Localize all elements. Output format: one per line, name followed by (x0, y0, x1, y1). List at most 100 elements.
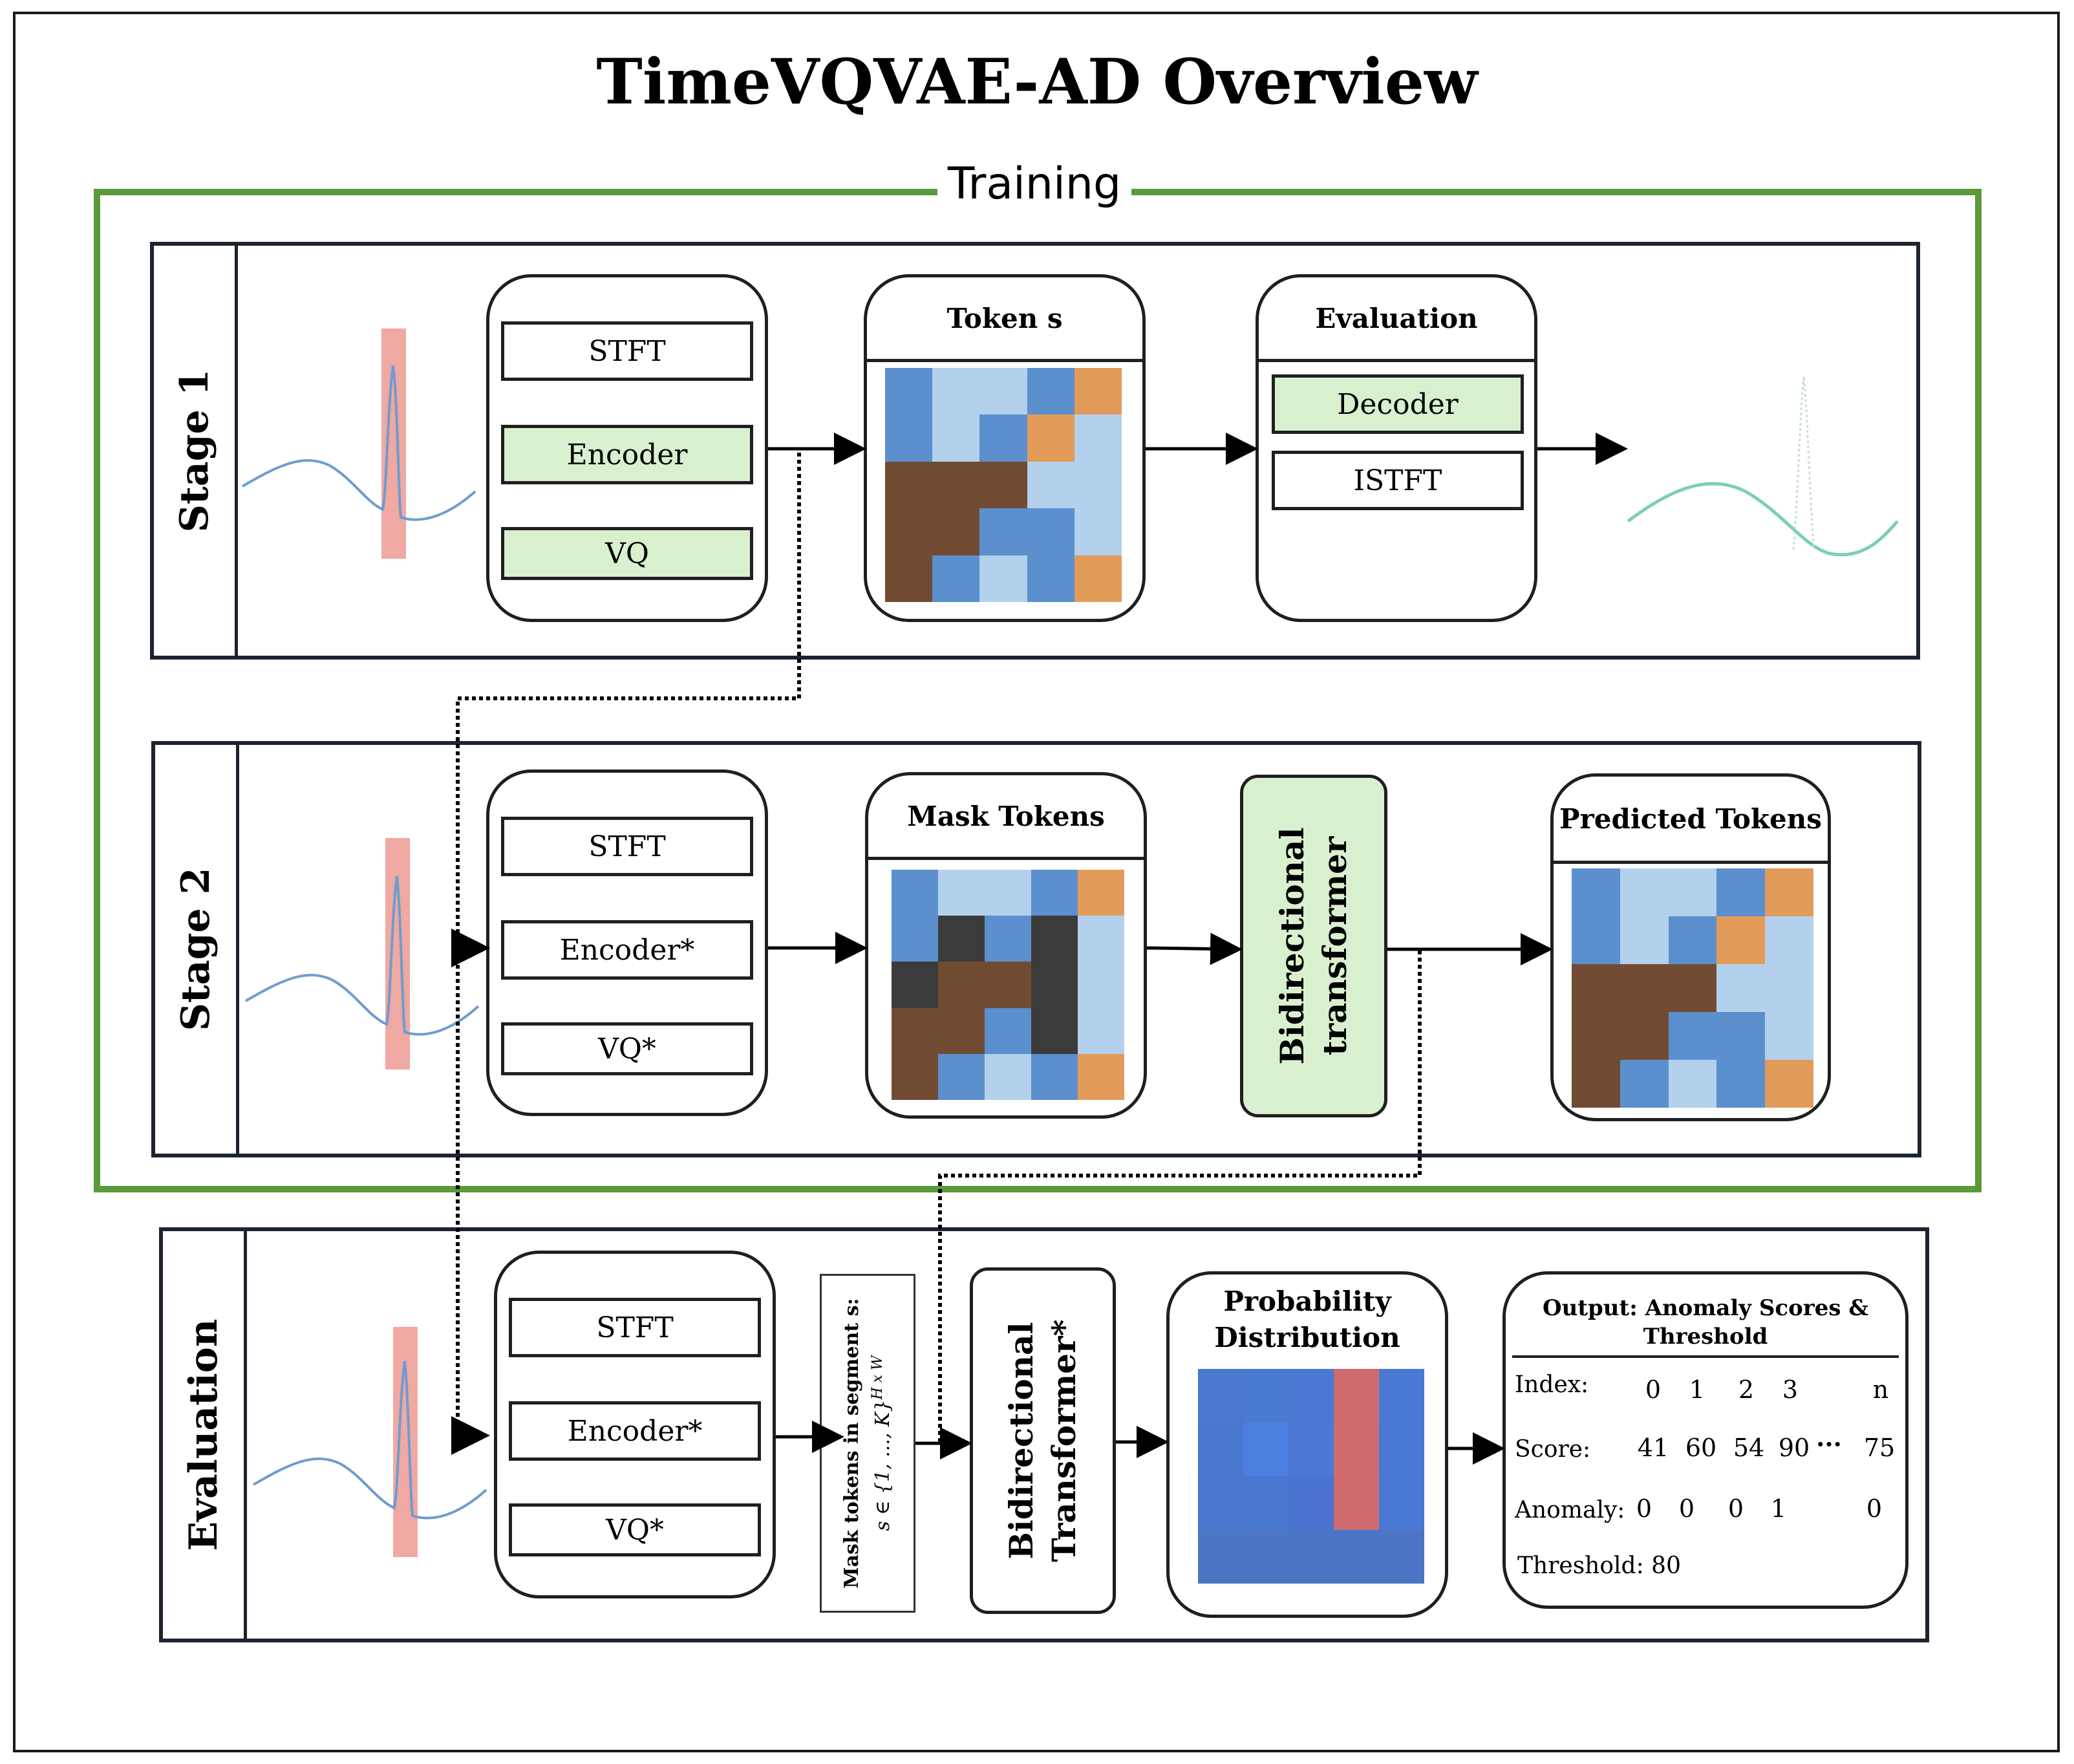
index-value: 3 (1782, 1375, 1799, 1404)
probability-cell (1288, 1476, 1334, 1530)
mask-token-cell (1031, 1007, 1078, 1054)
predicted-token-cell (1620, 1012, 1669, 1060)
token-cell (1074, 414, 1122, 462)
score-value: 60 (1685, 1434, 1717, 1462)
predicted-token-cell (1765, 1012, 1813, 1060)
mask-token-cell (1078, 962, 1124, 1008)
predicted-token-cell (1668, 1012, 1717, 1060)
predicted-token-cell (1716, 964, 1766, 1012)
dotted-connector-encoder (451, 453, 801, 1455)
mask-token-cell (985, 1007, 1031, 1054)
predicted-token-cell (1668, 916, 1717, 964)
predicted-token-cell (1668, 964, 1717, 1012)
stage1-tokens-header: Token s (867, 277, 1142, 362)
anomaly-value: 0 (1866, 1494, 1883, 1523)
token-cell (885, 508, 933, 555)
mask-token-cell (1031, 870, 1078, 916)
stage1-anomaly-highlight (381, 328, 406, 559)
probability-cell (1379, 1369, 1424, 1423)
anomaly-value: 0 (1678, 1494, 1695, 1523)
predicted-token-cell (1572, 916, 1620, 964)
stage1-encoder-block: STFT Encoder VQ (486, 274, 768, 622)
output-threshold: Threshold: 80 (1517, 1553, 1681, 1579)
mask-token-cell (892, 1053, 938, 1100)
probability-cell (1243, 1530, 1288, 1584)
mask-token-cell (938, 916, 985, 962)
mask-token-cell (1078, 1053, 1124, 1100)
evaluation-transformer-block: Bidirectional Transformer* (970, 1267, 1116, 1614)
figure-frame (13, 12, 2060, 1752)
index-value: 1 (1689, 1375, 1705, 1404)
predicted-token-cell (1668, 868, 1717, 916)
stage2-arrow-mask-transformer (1146, 932, 1243, 965)
output-title: Output: Anomaly Scores & Threshold (1542, 1295, 1869, 1350)
stage2-vq-box: VQ* (501, 1022, 753, 1075)
token-cell (1027, 414, 1074, 462)
predicted-token-cell (1572, 868, 1620, 916)
token-cell (885, 414, 933, 462)
stage1-encoder-box: Encoder (501, 425, 753, 484)
training-label: Training (937, 158, 1131, 210)
stage1-reconstructed-signal (1627, 482, 1899, 557)
stage1-vq-box: VQ (501, 527, 753, 580)
token-cell (1027, 555, 1074, 602)
probability-cell (1243, 1423, 1288, 1476)
stage2-predicted-tokens-header: Predicted Tokens (1554, 777, 1828, 864)
anomaly-value: 0 (1636, 1494, 1652, 1523)
evaluation-tab: Evaluation (163, 1231, 247, 1639)
mask-token-cell (938, 870, 985, 916)
token-cell (979, 555, 1027, 602)
figure-title: TimeVQVAE-AD Overview (596, 45, 1478, 118)
token-cell (932, 414, 980, 462)
output-anomaly-label: Anomaly: (1515, 1497, 1625, 1523)
probability-cell (1334, 1369, 1379, 1423)
stage1-evaluation-header: Evaluation (1259, 277, 1534, 362)
probability-cell (1198, 1476, 1243, 1530)
mask-token-cell (1078, 1007, 1124, 1054)
probability-distribution-header: Probability Distribution (1214, 1285, 1400, 1353)
output-index-label: Index: (1515, 1371, 1589, 1398)
stage2-encoder-block: STFT Encoder* VQ* (486, 769, 768, 1116)
mask-token-cell (985, 870, 1031, 916)
evaluation-encoder-block: STFT Encoder* VQ* (494, 1251, 776, 1598)
predicted-token-cell (1572, 1012, 1620, 1060)
probability-cell (1334, 1423, 1379, 1476)
predicted-token-cell (1716, 868, 1766, 916)
predicted-token-cell (1716, 916, 1766, 964)
stage2-predicted-token-grid (1572, 868, 1813, 1108)
output-divider (1512, 1355, 1899, 1358)
token-cell (932, 461, 980, 509)
stage1-tab: Stage 1 (154, 246, 238, 656)
token-cell (979, 414, 1027, 462)
stage1-token-grid (885, 368, 1122, 602)
predicted-token-cell (1572, 1060, 1620, 1108)
predicted-token-cell (1765, 1060, 1813, 1108)
predicted-token-cell (1668, 1060, 1717, 1108)
token-cell (885, 368, 933, 415)
stage2-mask-tokens-block: Mask Tokens (865, 772, 1147, 1119)
stage1-evaluation-block: Evaluation Decoder ISTFT (1256, 274, 1537, 622)
probability-cell (1288, 1369, 1334, 1423)
evaluation-encoder-box: Encoder* (509, 1401, 761, 1461)
stage1-stft-box: STFT (501, 321, 753, 381)
mask-token-cell (985, 1053, 1031, 1100)
stage2-anomaly-highlight (385, 838, 410, 1070)
probability-cell (1288, 1530, 1334, 1584)
token-cell (1027, 508, 1074, 555)
token-cell (979, 508, 1027, 555)
mask-token-cell (892, 916, 938, 962)
score-value: 54 (1733, 1434, 1765, 1462)
mask-token-cell (938, 1007, 985, 1054)
probability-cell (1288, 1423, 1334, 1476)
mask-token-cell (1031, 1053, 1078, 1100)
probability-cell (1379, 1530, 1424, 1584)
token-cell (932, 368, 980, 415)
anomaly-value: 1 (1770, 1494, 1787, 1523)
token-cell (885, 555, 933, 602)
score-value: 41 (1637, 1434, 1669, 1462)
stage2-mask-token-grid (892, 870, 1124, 1100)
predicted-token-cell (1765, 916, 1813, 964)
token-cell (1074, 461, 1122, 509)
token-cell (979, 461, 1027, 509)
